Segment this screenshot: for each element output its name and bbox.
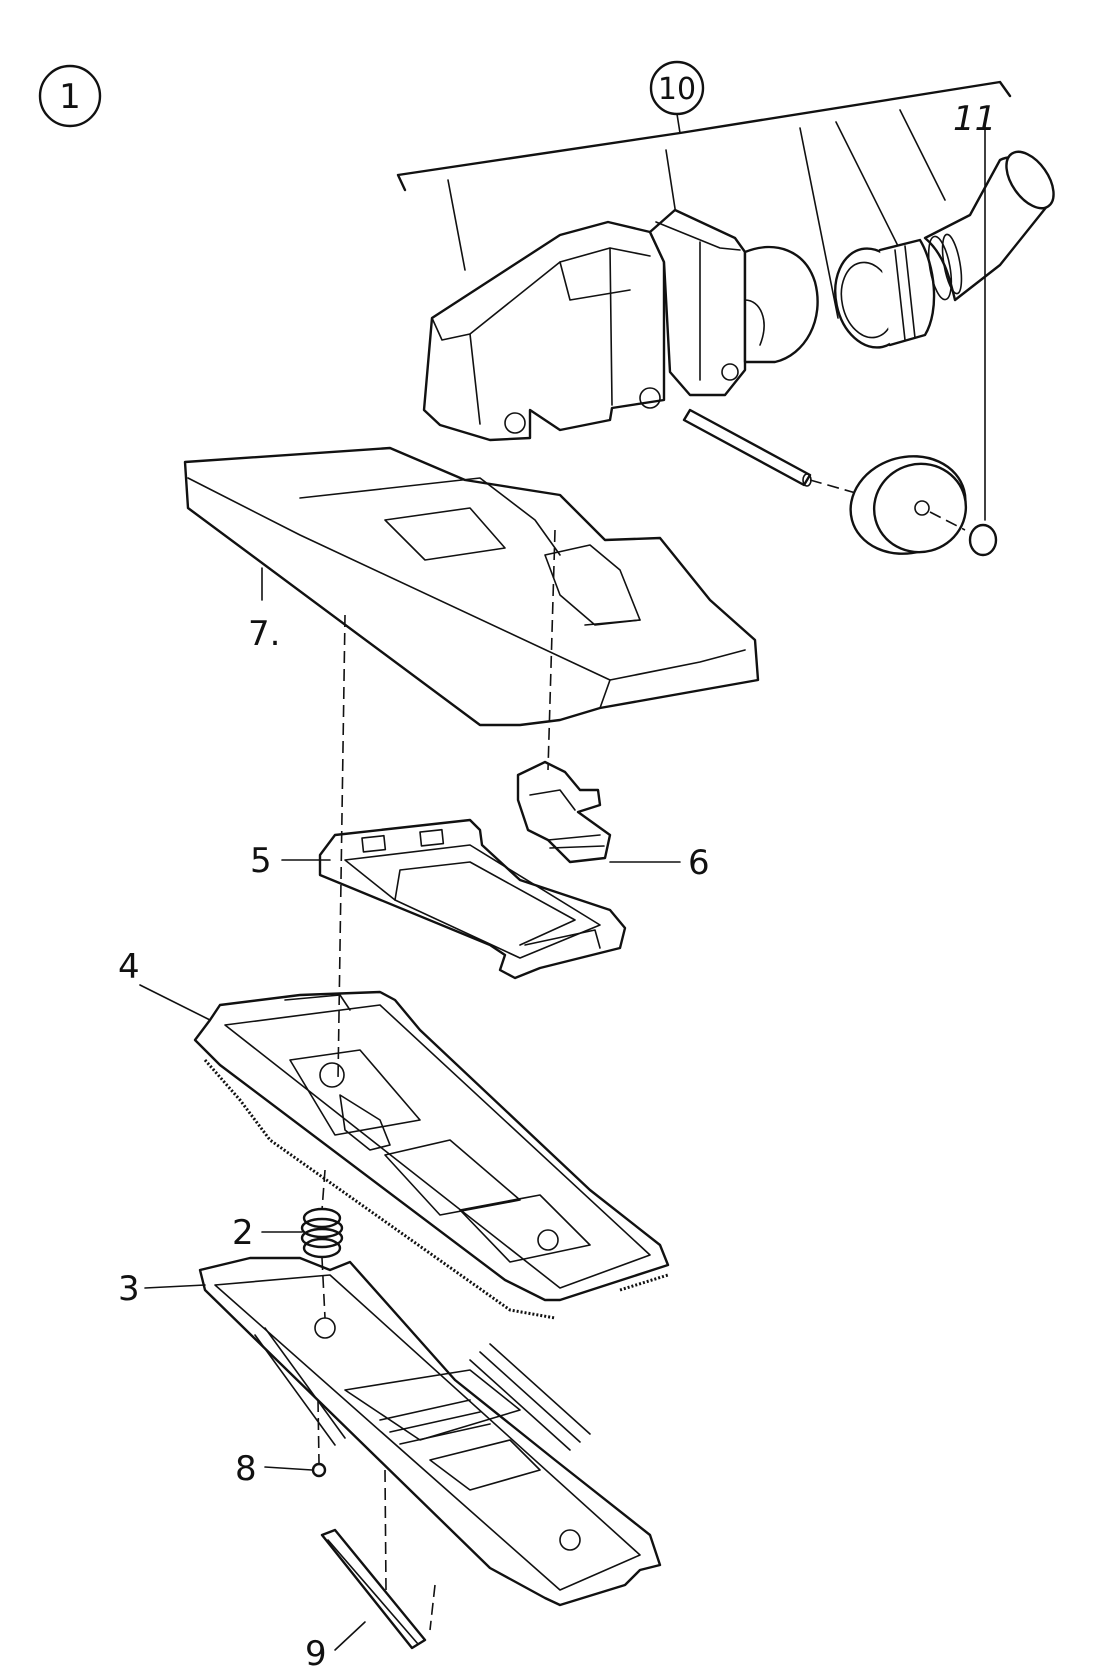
wheel xyxy=(849,455,968,555)
axle-dashed-guide xyxy=(809,479,871,498)
rod xyxy=(320,1528,427,1650)
cap-dashed-guide xyxy=(929,511,966,531)
part-label-6: 6 xyxy=(688,843,710,883)
part-leaders xyxy=(139,567,681,1651)
part-label-7: 7. xyxy=(248,614,280,654)
part-label-8: 8 xyxy=(235,1449,257,1489)
part-label-11: 11 xyxy=(953,99,996,139)
part-labels: 11 7. 5 6 4 2 3 8 9 xyxy=(118,99,996,1674)
frame xyxy=(318,818,627,980)
assembly-callout-number: 10 xyxy=(658,72,696,107)
assembly-callout: 10 xyxy=(396,60,1012,319)
spring xyxy=(300,1207,344,1259)
latch xyxy=(516,760,612,864)
base-plate xyxy=(198,1256,662,1607)
soleplate xyxy=(193,990,670,1320)
screw xyxy=(311,1462,327,1478)
figure-number: 1 xyxy=(59,77,81,117)
upper-housing xyxy=(422,208,819,442)
part-label-3: 3 xyxy=(118,1269,140,1309)
axle-pin xyxy=(682,408,812,487)
part-label-9: 9 xyxy=(305,1634,327,1674)
part-label-2: 2 xyxy=(232,1213,254,1253)
elbow-tube xyxy=(923,150,1055,302)
assembly-guides xyxy=(317,529,556,1631)
hub-cap xyxy=(968,523,998,557)
figure-number-marker: 1 xyxy=(38,64,102,128)
nozzle-body xyxy=(183,446,760,727)
part-label-5: 5 xyxy=(250,841,272,881)
connector-ring xyxy=(834,238,936,349)
part-label-4: 4 xyxy=(118,947,140,987)
